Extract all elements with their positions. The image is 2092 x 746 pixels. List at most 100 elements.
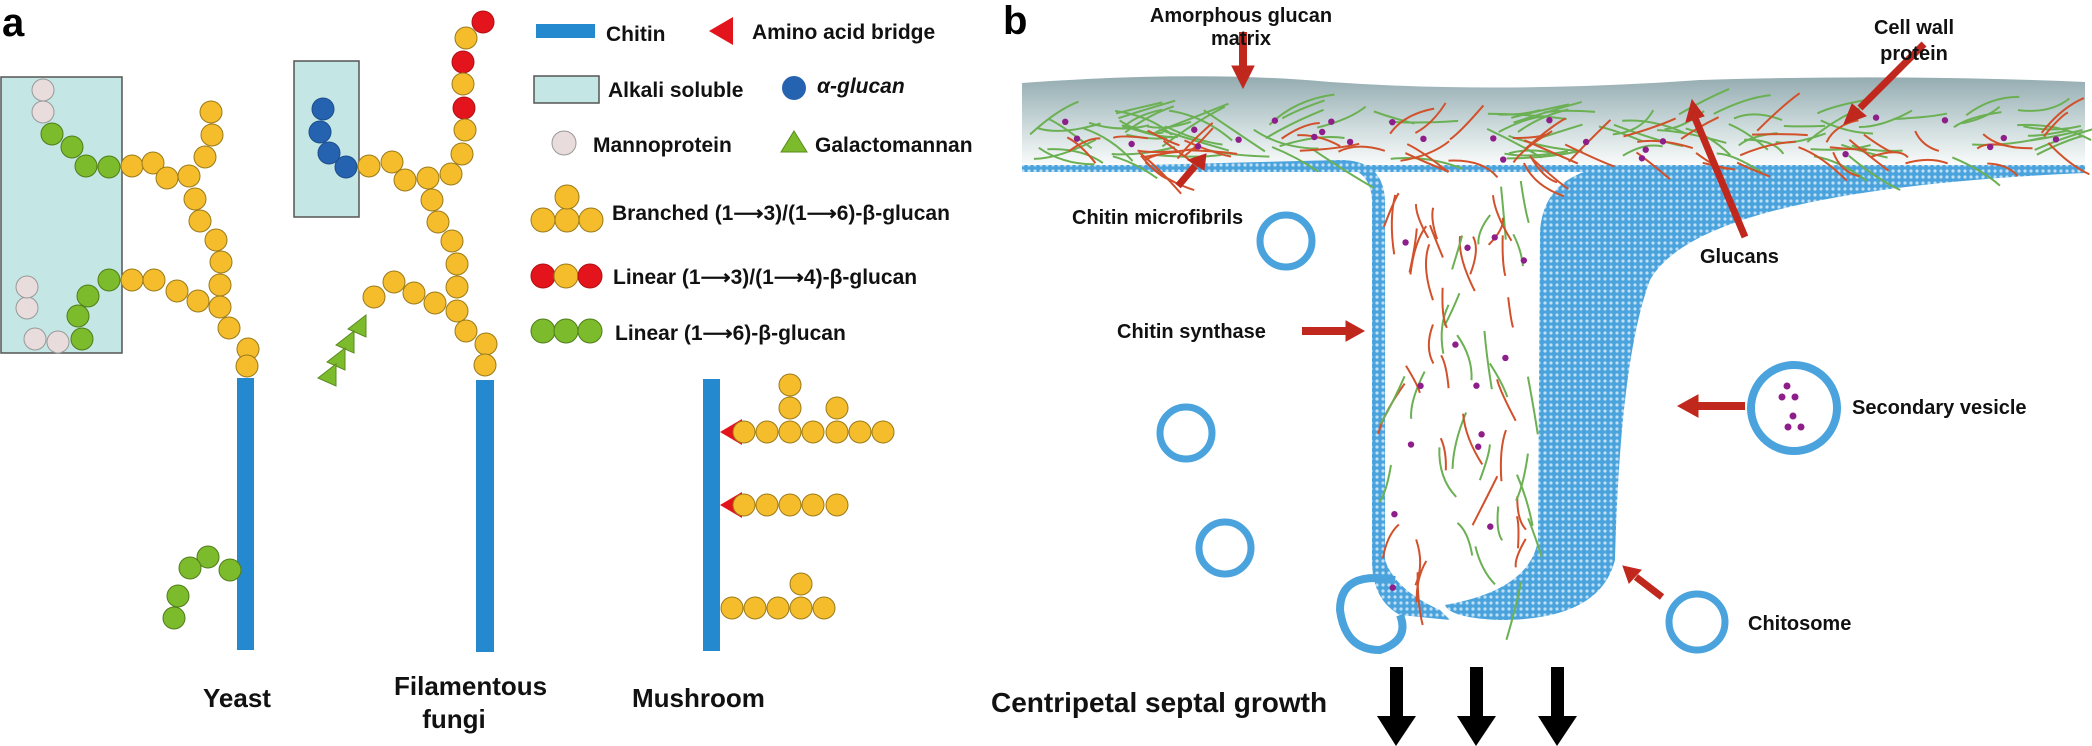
fibril [1622,144,1663,157]
cell-wall-protein-dot [1502,354,1509,362]
fibril [1438,447,1457,498]
fibril [1431,207,1439,240]
glucan-bead [15,275,39,299]
glucan-bead [445,275,469,299]
fibril [1474,546,1496,586]
fibril [1519,180,1530,224]
glucan-bead [193,145,217,169]
panel-a-label: a [2,1,25,45]
glucan-bead [743,596,767,620]
glucan-bead [31,78,55,102]
fibril [1713,94,1771,115]
glucan-bead [445,299,469,323]
glucan-bead [732,420,756,444]
legend-chitin-label: Chitin [606,23,665,46]
fibril [1623,117,1677,138]
arrow-chitosome-head [1622,565,1642,584]
glucan-bead [720,596,744,620]
cell-wall-protein-dot [1271,117,1279,124]
arrow-secondary-vesicle-head [1676,394,1699,418]
organism-label-mushroom: Mushroom [632,683,765,713]
fibril [1281,121,1320,140]
fibril [1176,122,1214,160]
fibril [1858,109,1913,129]
fibril [1440,304,1450,354]
glucan-bead [766,596,790,620]
fibril [1414,102,1447,134]
fibril [1752,133,1808,137]
glucan-bead [812,596,836,620]
organism-label-filamentous: Filamentous [394,671,547,701]
glucan-bead [357,154,381,178]
fibril [1848,154,1901,191]
cell-wall-protein-dot [1417,382,1424,390]
secondary-vesicle [1747,361,1841,455]
fibril [1389,107,1435,135]
fibril [1733,113,1783,121]
fibril [1526,376,1539,435]
cell-wall-protein-dot [1194,143,1202,150]
cell-wall-protein-dot [1328,118,1335,125]
glucan-bead [450,142,474,166]
cell-wall-protein-dot [1487,523,1494,530]
cell-wall-protein-dot [1474,443,1482,450]
fibril [1143,150,1180,162]
fibril [1972,135,2047,146]
label-chitin-microfibrils: Chitin microfibrils [1072,207,1243,229]
annotation-arrows [1175,32,1927,600]
fibril [1265,108,1324,140]
cell-wall-protein-dot [1452,341,1459,348]
glucan-bead [382,270,406,294]
fibril [1500,186,1507,240]
glucan-bead [200,123,224,147]
cell-wall-protein-dot [1500,156,1507,163]
cell-wall-protein-dot [1546,117,1553,124]
glucan-bead [778,420,802,444]
fibril [1378,464,1392,503]
fibril [1161,105,1226,148]
legend-chitin-icon [536,24,595,38]
fibril [1415,560,1428,603]
legend-amino-bridge-label: Amino acid bridge [752,21,935,44]
glucan-bead [76,284,100,308]
fibril [1851,144,1903,152]
fibril [1783,124,1826,128]
fibril [1088,121,1150,130]
arrow-chitosome [1633,574,1665,600]
growth-arrow-1-shaft [1390,667,1403,717]
fibril [1409,225,1428,275]
fibril [1410,371,1426,419]
glucan-bead [120,268,144,292]
fibril [1477,214,1491,245]
cell-wall-protein-dot [1073,135,1081,142]
fibril [1775,132,1826,144]
glucan-bead [755,420,779,444]
cell-wall-protein-dot [1987,143,1994,151]
label-amorphous-line2: matrix [1211,28,1271,50]
fibril [1414,539,1422,586]
filamentous-chitin-bar [476,380,494,652]
yeast-chitin-bar [237,378,254,650]
fibril [1118,99,1176,120]
glucan-bead [235,354,259,378]
organism-label-yeast: Yeast [203,683,271,713]
cell-wall-protein-dot [1318,128,1326,136]
growth-arrow-2-shaft [1470,667,1483,717]
fibril [1508,149,1554,155]
fibril [1517,108,1569,133]
legend-amino-bridge-icon [709,17,733,45]
fibril [1191,149,1238,155]
glucan-bead [334,155,358,179]
fibril [1496,506,1504,541]
fibril [1982,133,2033,150]
galactomannan-unit [317,362,337,387]
glucan-bead [451,50,475,74]
arrow-chitin-microfibrils [1175,163,1198,189]
cell-wall-protein-dot [2000,134,2008,142]
fibril [1047,148,1104,164]
fibril [1112,135,1149,140]
legend-alkali-label: Alkali soluble [608,79,743,102]
fibril [1115,101,1163,115]
fibril [1478,444,1491,481]
glucan-bead [141,151,165,175]
